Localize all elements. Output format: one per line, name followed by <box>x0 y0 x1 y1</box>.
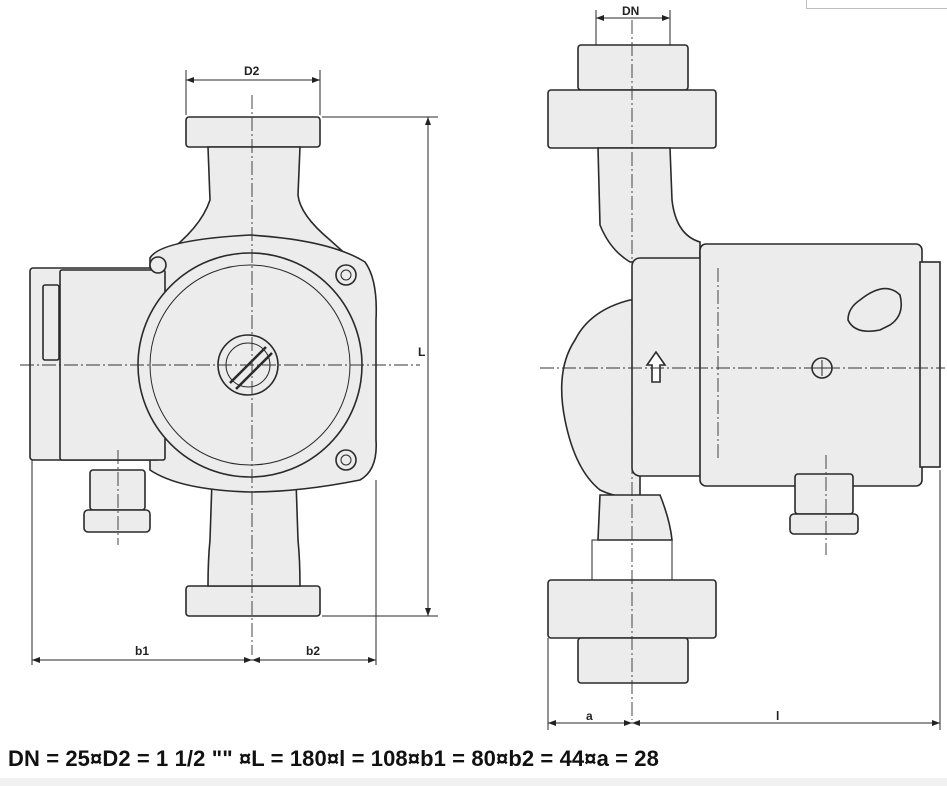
dim-l-small-label: l <box>776 709 779 723</box>
dim-d2-label: D2 <box>244 64 260 78</box>
side-view <box>540 10 945 730</box>
bottom-strip <box>0 778 947 786</box>
dim-l-label: L <box>418 345 425 359</box>
pump-technical-drawing: D2 L b1 b2 <box>20 4 945 730</box>
corner-frame <box>806 0 947 9</box>
dim-b2-label: b2 <box>306 644 320 658</box>
dim-dn-label: DN <box>622 4 639 18</box>
dimension-spec-text: DN = 25¤D2 = 1 1/2 "" ¤L = 180¤l = 108¤b… <box>8 746 659 771</box>
dim-b1-label: b1 <box>135 644 149 658</box>
dim-a-label: a <box>586 709 593 723</box>
front-view <box>20 70 438 665</box>
